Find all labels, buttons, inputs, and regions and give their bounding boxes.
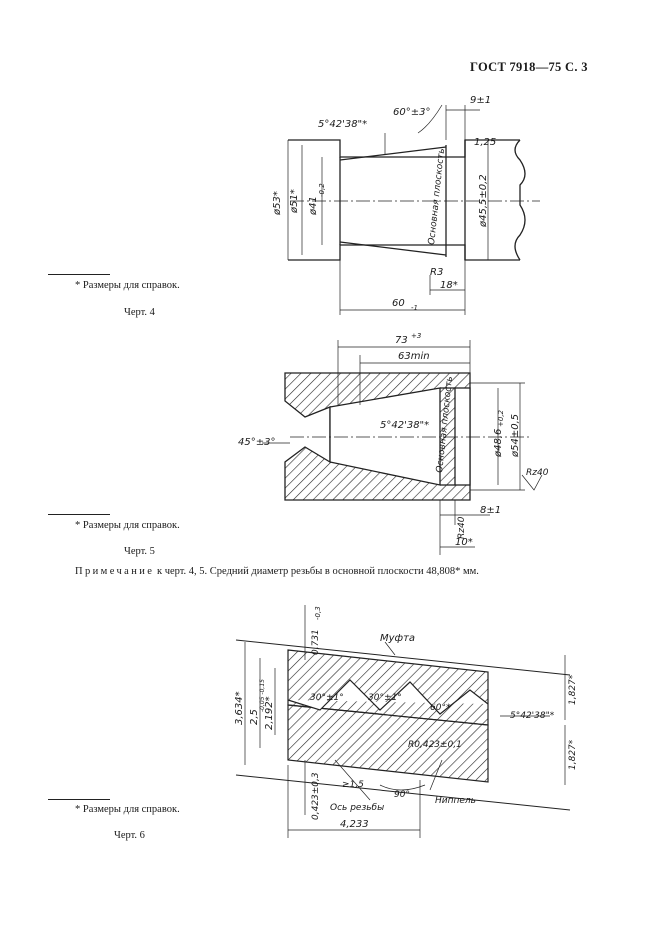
fig4-d41: ø41 [308, 196, 319, 216]
fig6-h1827b: 1,827* [568, 739, 578, 770]
figure-4-drawing: ø53* ø51* ø41 -0,2 ø45,5±0,2 Основная пл… [272, 95, 540, 315]
fig6-deg60: 60°* [430, 703, 451, 713]
fig5-caption: Черт. 5 [124, 546, 155, 557]
fig4-base-plane: Основная плоскость [427, 148, 447, 245]
fig4-footnote-rule [48, 274, 110, 275]
fig4-footnote: * Размеры для справок. [75, 280, 180, 291]
figure-6-drawing: 0,731 -0,3 Муфта 3,634* 2,5 -0,05 -0,15 … [234, 605, 578, 838]
fig6-r0423: R0,423±0,1 [408, 740, 462, 750]
fig4-d41-tol: -0,2 [318, 183, 326, 197]
fig6-h2192: 2,192* [264, 696, 275, 730]
fig6-thread-axis: Ось резьбы [330, 803, 384, 813]
fig6-angle: 5°42'38"* [510, 711, 555, 721]
fig5-d54: ø54±0,5 [510, 414, 521, 458]
fig6-h0731-tol: -0,3 [314, 606, 322, 620]
fig6-h3634: 3,634* [234, 691, 245, 725]
fig6-thread [235, 639, 571, 811]
fig6-nipple: Ниппель [435, 796, 476, 806]
figure-5-drawing: 73 +3 63min 5°42'38"* Основная плоскость… [238, 332, 549, 555]
fig5-d486: ø48,6 [493, 429, 504, 458]
fig6-h0731: 0,731 [311, 629, 321, 655]
fig6-pitch: 4,233 [340, 819, 369, 830]
fig4-angle: 5°42'38"* [318, 119, 367, 130]
fig4-r3: R3 [430, 267, 443, 278]
fig6-footnote-rule [48, 799, 110, 800]
fig5-rz40-a: Rz40 [526, 468, 549, 478]
fig5-len73-tol: +3 [411, 332, 421, 340]
fig4-outline [288, 139, 526, 261]
fig4-len60: 60 [392, 298, 405, 309]
fig5-len63: 63min [398, 351, 430, 362]
fig4-len60-tol: -1 [411, 304, 418, 312]
fig4-len18: 18* [440, 280, 458, 291]
fig5-body [284, 372, 471, 501]
fig4-d45: ø45,5±0,2 [478, 174, 489, 228]
fig5-len10: 10* [455, 537, 473, 548]
fig6-footnote: * Размеры для справок. [75, 804, 180, 815]
fig6-coupling: Муфта [380, 633, 415, 644]
fig5-deg45: 45°±3° [238, 437, 275, 448]
fig5-len73: 73 [395, 335, 408, 346]
page-header: ГОСТ 7918—75 С. 3 [470, 60, 588, 74]
fig6-h25: 2,5 [249, 709, 260, 725]
fig5-len8: 8±1 [480, 505, 501, 516]
fig4-deg60: 60°±3° [393, 107, 430, 118]
fig4-r125: 1,25 [474, 137, 496, 148]
fig4-d51: ø51* [289, 189, 300, 214]
fig6-deg90: 90° [394, 790, 410, 800]
fig6-ang30a: 30°±1° [310, 693, 344, 703]
figures-note: Примечание к черт. 4, 5. Средний диаметр… [75, 566, 479, 577]
fig5-footnote-rule [48, 514, 110, 515]
fig5-d486-tol: +0,2 [497, 409, 505, 427]
fig4-len9: 9±1 [470, 95, 491, 106]
fig6-caption: Черт. 6 [114, 830, 145, 841]
note-text: к черт. 4, 5. Средний диаметр резьбы в о… [154, 566, 479, 577]
fig6-h25-tol: -0,05 -0,15 [259, 679, 266, 712]
fig6-h1827a: 1,827* [568, 674, 578, 705]
note-label: Примечание [75, 566, 155, 577]
fig5-angle: 5°42'38"* [380, 420, 429, 431]
fig4-d53: ø53* [272, 191, 283, 216]
fig6-ang30b: 30°±1° [368, 693, 402, 703]
fig5-footnote: * Размеры для справок. [75, 520, 180, 531]
fig4-caption: Черт. 4 [124, 307, 155, 318]
fig6-gap: ≥1,5 [342, 780, 364, 790]
fig5-rz40-b: Rz40 [457, 516, 467, 539]
fig6-h0423: 0,423±0,3 [311, 772, 321, 820]
